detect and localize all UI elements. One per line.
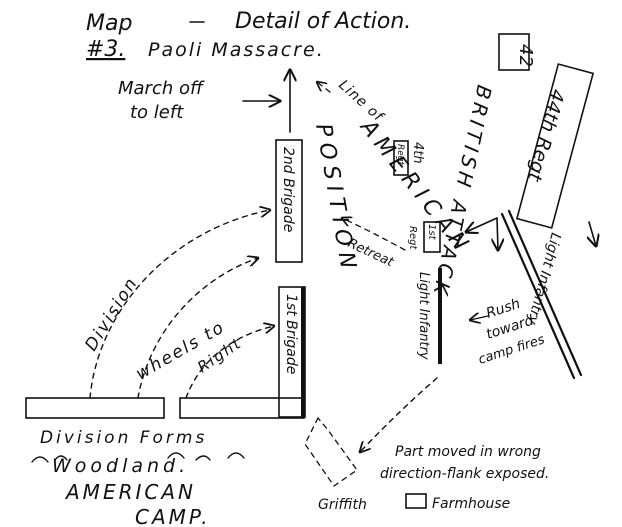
part-moved-label: Part moved in wrong [395, 444, 541, 460]
fourth-regt-number: 4th [410, 142, 425, 164]
line-of-arrow [317, 82, 331, 93]
second-brigade-label: 2nd Brigade [280, 147, 296, 232]
farmhouse-icon [405, 493, 427, 509]
british-light-infantry-line-b [507, 209, 583, 377]
first-brigade-label: 1st Brigade [283, 294, 299, 374]
camp-label: CAMP. [135, 505, 211, 527]
division-forms-box-right [179, 397, 305, 419]
british-light-infantry-line-a [500, 212, 576, 380]
first-regt-label: Regt [407, 226, 418, 250]
to-left-label: to left [130, 102, 184, 123]
first-regt-number: 1st [426, 224, 437, 241]
wrong-direction-arrow [360, 377, 438, 452]
map-number: #3. [86, 37, 125, 62]
fourth-regt-box [393, 140, 409, 176]
division-wheel-arc-middle [137, 258, 258, 399]
american-light-infantry-label: Light Infantry [416, 272, 431, 360]
american-camp-label: AMERICAN [64, 480, 196, 504]
division-wheel-arc-inner [185, 326, 274, 399]
forty-fourth-regt-label: 44th Regt [522, 87, 568, 185]
british-attack-arrow-a [466, 217, 498, 232]
farmhouse-label: Farmhouse [432, 496, 510, 512]
displaced-unit-outline [304, 416, 358, 487]
march-off-label: March off [118, 78, 205, 99]
flank-exposed-label: direction-flank exposed. [380, 466, 549, 482]
retreat-arrow [342, 218, 406, 251]
british-attack-arrow-b [497, 217, 498, 250]
division-wheel-arc-outer [89, 210, 270, 399]
woodland-label: Woodland. [52, 455, 189, 477]
british-attack-label: BRITISH ATTACK [428, 83, 497, 301]
griffith-label: Griffith [318, 497, 367, 513]
first-regt-box [423, 221, 441, 253]
american-light-infantry-line [438, 268, 442, 364]
title-map-label: Map [86, 11, 132, 36]
forty-fourth-regt-box [515, 63, 595, 229]
map-subtitle: Paoli Massacre. [148, 39, 325, 61]
woodland-marks [31, 452, 245, 463]
forty-second-regt-box [498, 33, 530, 71]
division-forms-box-left [25, 397, 165, 419]
title-detail-label: Detail of Action. [235, 9, 411, 34]
line-of-label: Line of [335, 77, 387, 126]
rush-arrow [470, 316, 489, 320]
division-forms-label: Division Forms [40, 428, 207, 448]
forty-fourth-arrow [589, 221, 596, 246]
second-brigade-box [275, 139, 303, 263]
first-brigade-front [301, 287, 305, 417]
fourth-regt-label: Regt [395, 144, 405, 166]
forty-second-regt-label: 42 [515, 44, 536, 67]
division-label: Division [81, 273, 142, 354]
